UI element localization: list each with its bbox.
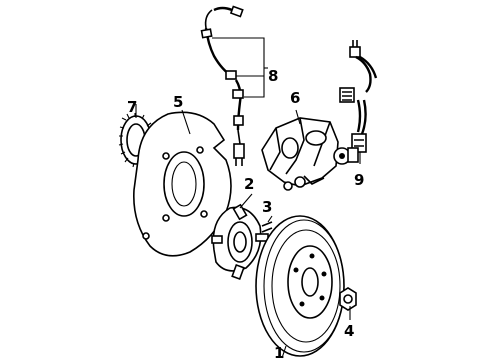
brake-hose <box>339 40 378 153</box>
callout-2: 2 <box>244 175 254 193</box>
leader-lines <box>135 37 361 359</box>
callout-8: 8 <box>268 67 278 85</box>
wheel-hub <box>211 203 273 281</box>
brake-caliper <box>261 117 359 191</box>
callout-9: 9 <box>354 171 364 189</box>
abs-sensor-harness <box>200 5 245 166</box>
callout-4: 4 <box>344 322 354 340</box>
callout-7: 7 <box>127 98 137 116</box>
lug-nut <box>339 287 357 311</box>
callout-3: 3 <box>262 198 272 216</box>
callout-1: 1 <box>274 344 284 360</box>
callout-5: 5 <box>173 93 183 111</box>
brake-rotor <box>255 215 345 357</box>
splash-shield <box>133 111 232 257</box>
callout-6: 6 <box>290 89 300 107</box>
